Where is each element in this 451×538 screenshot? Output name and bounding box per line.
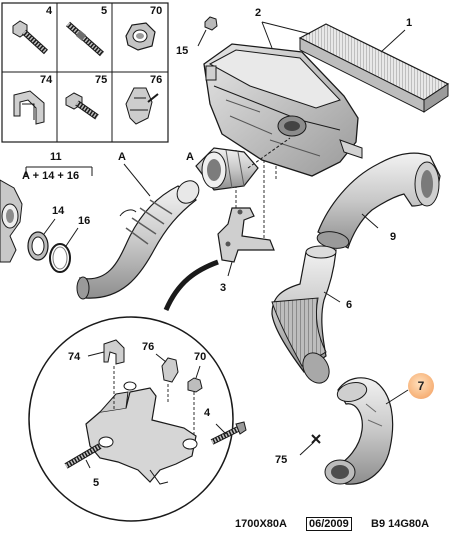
flange-bolt-icon xyxy=(65,92,99,120)
legend-number-75: 75 xyxy=(95,74,108,86)
footer-date: 06/2009 xyxy=(306,517,352,531)
detail-clip-76 xyxy=(155,353,179,383)
detail-bolt-4 xyxy=(210,421,247,445)
detail-nut-70 xyxy=(187,365,203,393)
footer-code: B9 14G80A xyxy=(371,518,430,530)
callout-2: 2 xyxy=(255,7,262,19)
detail-callout-70: 70 xyxy=(194,351,207,363)
diagram-footer: 1700X80A 06/2009 B9 14G80A xyxy=(0,516,451,532)
air-filter-housing xyxy=(203,43,363,177)
detail-callout-4: 4 xyxy=(204,407,211,419)
callout-75: 75 xyxy=(275,454,288,466)
mounting-bracket-3 xyxy=(217,207,275,277)
intake-duct-9 xyxy=(316,152,441,249)
leader-2a xyxy=(261,21,273,49)
detail-callout-76: 76 xyxy=(142,341,155,353)
corrugated-duct-6 xyxy=(271,245,341,384)
footer-reference: 1700X80A xyxy=(235,518,287,530)
detail-callout-5: 5 xyxy=(93,477,100,489)
callout-11: 11 xyxy=(50,151,62,163)
callout-a-hose: A xyxy=(118,151,126,163)
intake-duct-upper xyxy=(195,137,291,191)
legend-number-70: 70 xyxy=(150,5,163,17)
callout-14: 14 xyxy=(52,205,65,217)
callout-11-formula: A + 14 + 16 xyxy=(22,170,80,182)
alignment-lines xyxy=(235,150,277,238)
callout-6: 6 xyxy=(346,299,353,311)
hex-bolt-icon xyxy=(12,20,49,55)
assembly-note xyxy=(25,166,93,176)
callout-7-highlight: 7 xyxy=(408,373,434,399)
leader-1 xyxy=(380,29,406,53)
detail-alignment xyxy=(113,366,195,436)
callout-16: 16 xyxy=(78,215,91,227)
detail-bracket xyxy=(85,381,198,485)
intake-hose-a xyxy=(76,163,200,300)
legend-grid xyxy=(1,2,169,143)
detail-clip-74 xyxy=(87,339,125,365)
engine-fragment xyxy=(0,179,23,263)
callout-15: 15 xyxy=(176,45,189,57)
clamp-ring-16 xyxy=(49,227,79,273)
legend-number-74: 74 xyxy=(40,74,53,86)
detail-callout-74: 74 xyxy=(68,351,81,363)
detail-stud-5 xyxy=(64,443,102,469)
legend-number-5: 5 xyxy=(101,5,108,17)
callout-3: 3 xyxy=(220,282,227,294)
callout-a-duct: A xyxy=(186,151,194,163)
spring-clip-icon xyxy=(13,90,45,125)
callout-7: 7 xyxy=(417,379,425,393)
detail-leader xyxy=(163,259,219,312)
air-filter-element xyxy=(298,23,450,113)
legend-number-76: 76 xyxy=(150,74,163,86)
hex-nut-icon xyxy=(125,22,156,51)
fastener-clip-icon xyxy=(125,87,159,125)
stud-bolt-icon xyxy=(66,21,104,57)
nut-15 xyxy=(197,16,218,47)
legend-number-4: 4 xyxy=(46,5,53,17)
leader-2b xyxy=(261,21,311,35)
air-elbow-7 xyxy=(324,377,409,485)
screw-75-marker xyxy=(299,434,321,456)
callout-9: 9 xyxy=(390,231,397,243)
callout-1: 1 xyxy=(406,17,413,29)
seal-ring-14 xyxy=(27,218,56,261)
